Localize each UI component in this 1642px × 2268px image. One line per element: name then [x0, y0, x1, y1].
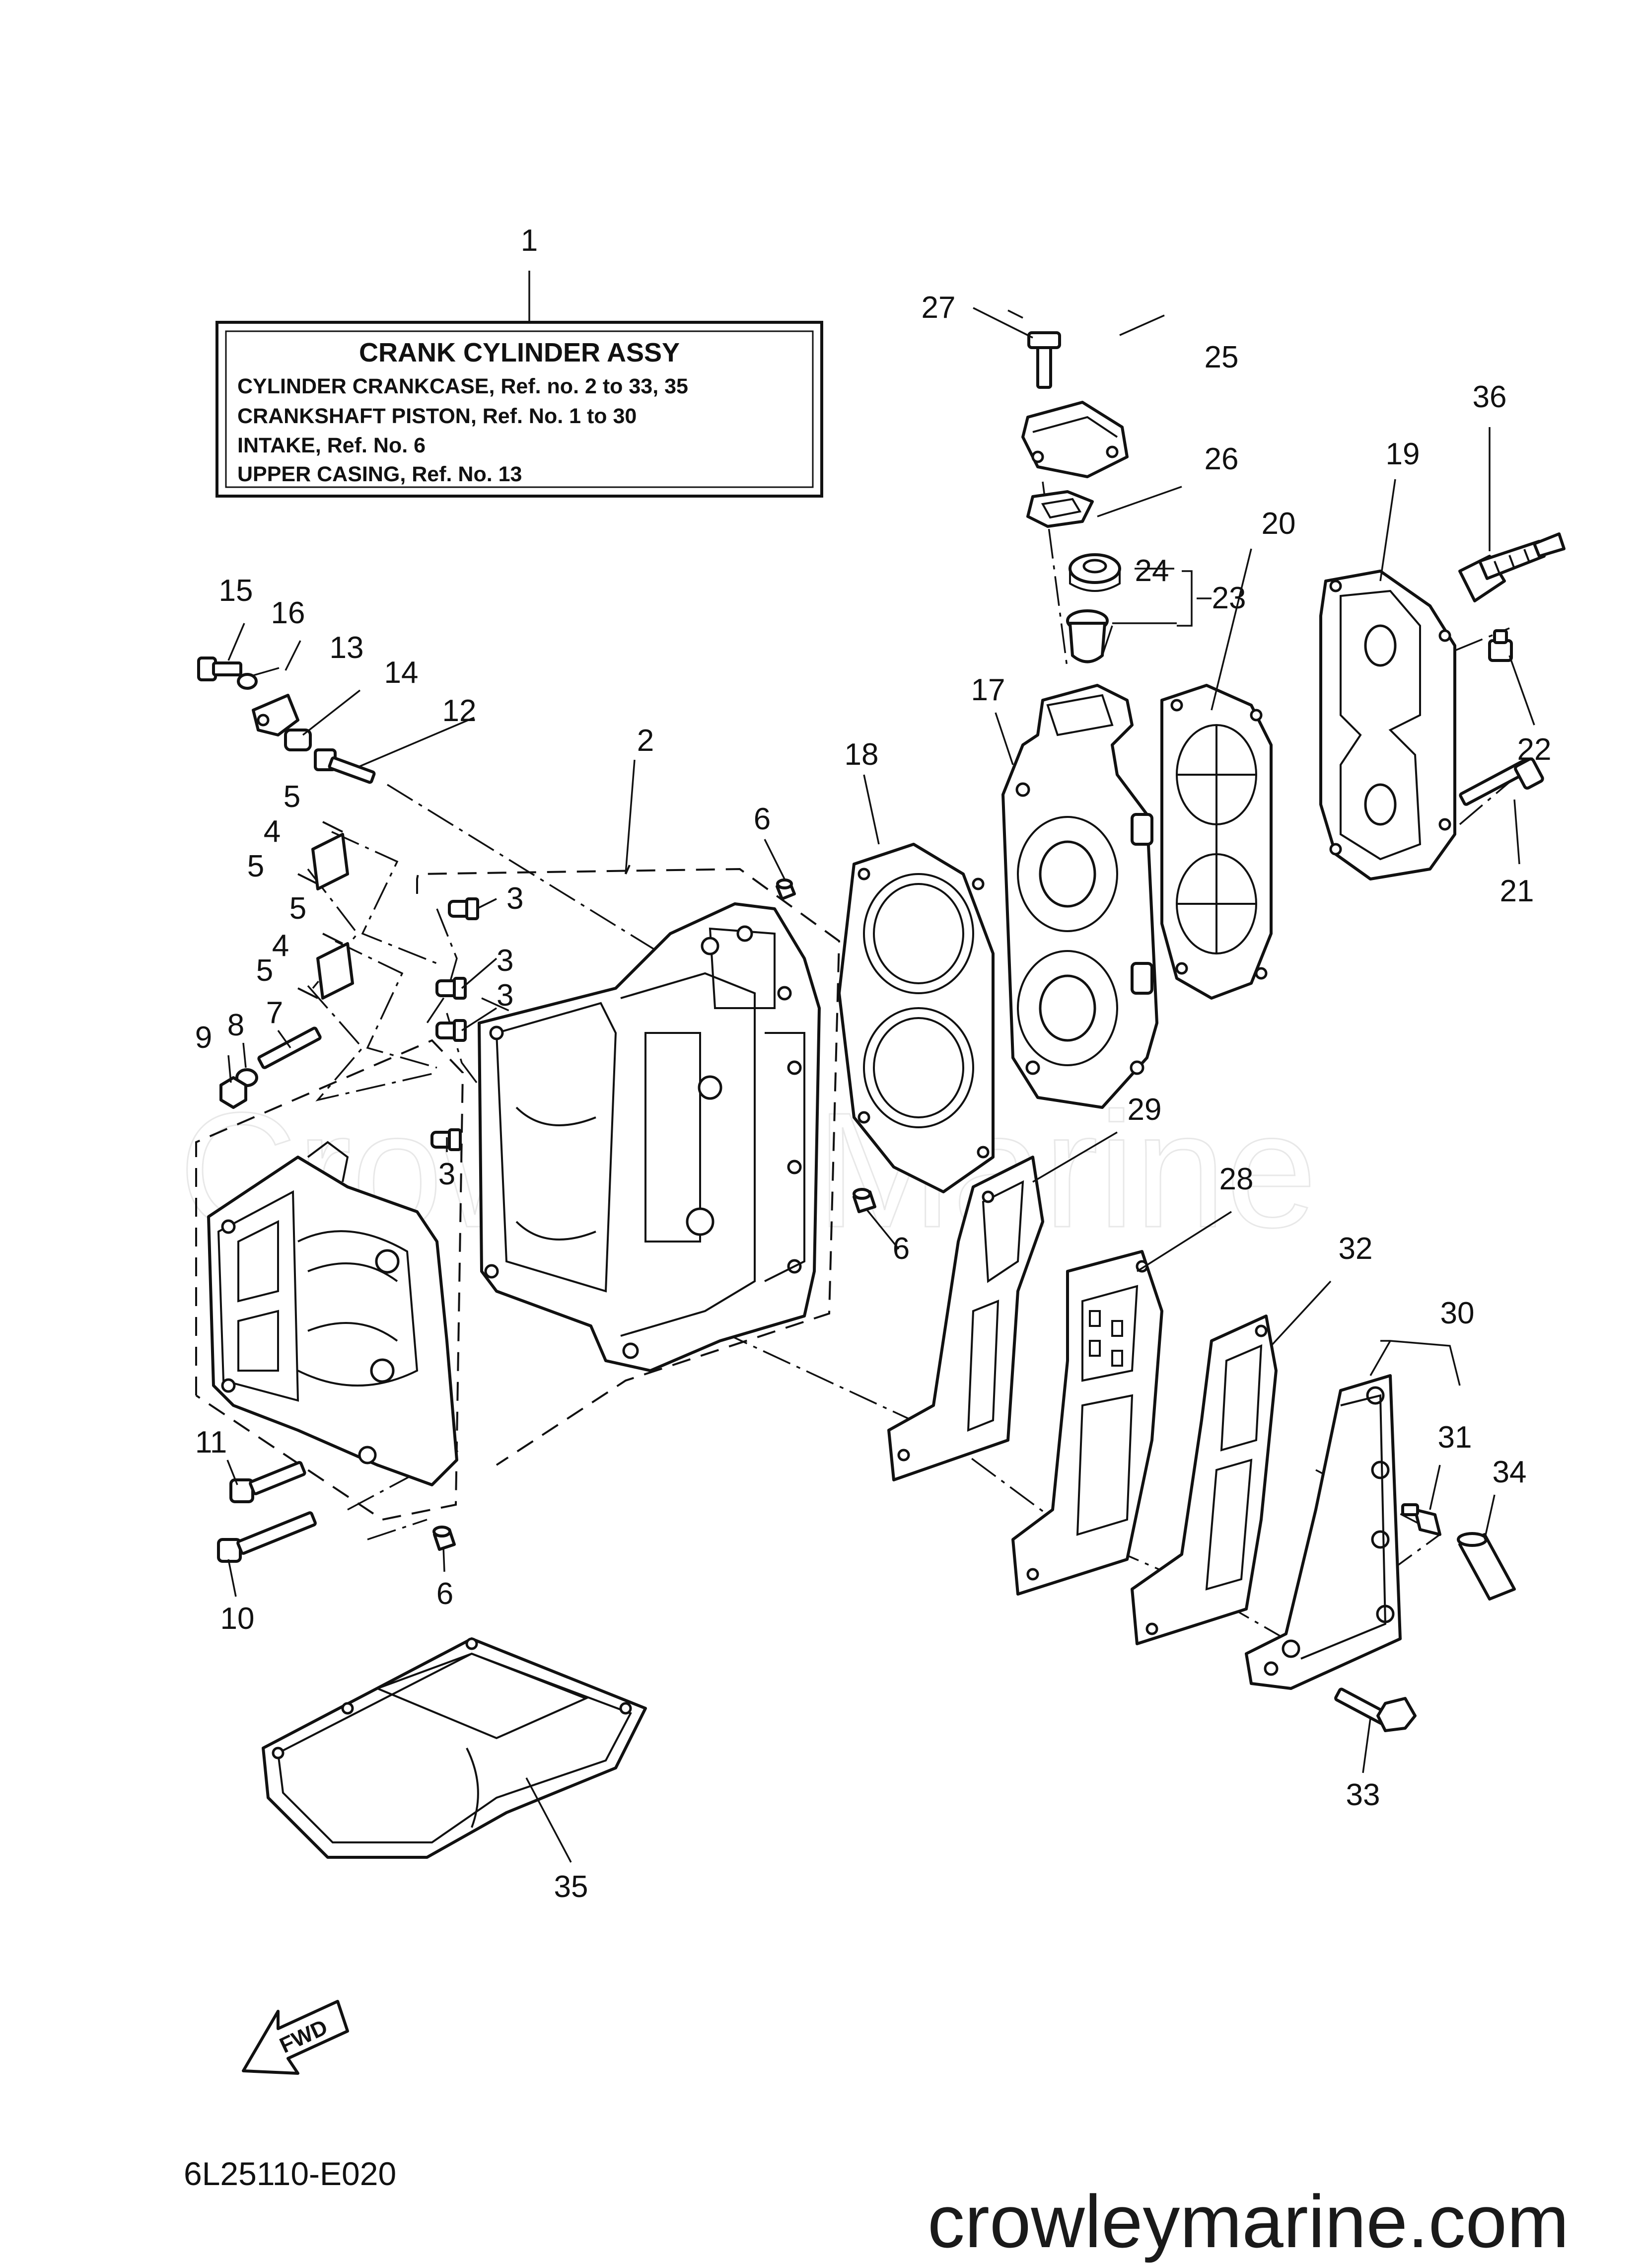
assembly-title-box: CRANK CYLINDER ASSY CYLINDER CRANKCASE, … [215, 321, 823, 498]
temperature-sensor [1458, 532, 1566, 602]
callout-6b: 6 [893, 1232, 910, 1266]
nut-9 [219, 1076, 247, 1109]
thermostat-seal [1069, 553, 1121, 592]
callout-labels: 1 2 3 3 3 3 4 4 5 5 5 5 6 6 6 7 8 9 10 1… [195, 223, 1552, 1904]
bolt-11 [229, 1461, 306, 1503]
callout-18: 18 [845, 737, 879, 772]
callout-9: 9 [195, 1021, 212, 1055]
cover-bolt-21 [1459, 757, 1544, 806]
bolt-10 [217, 1511, 317, 1563]
exhaust-inner-cover [1011, 1250, 1163, 1596]
cover-bolt-22 [1488, 629, 1513, 662]
exhaust-outer-gasket [1131, 1315, 1278, 1645]
reed-valve-lower [316, 942, 354, 1000]
title-box-line-4: UPPER CASING, Ref. No. 13 [237, 462, 522, 486]
callout-2: 2 [637, 724, 654, 758]
callout-5d: 5 [256, 953, 273, 988]
callout-3a: 3 [506, 881, 523, 916]
nozzle-1 [448, 897, 479, 920]
callout-32: 32 [1339, 1232, 1373, 1266]
callout-29: 29 [1128, 1093, 1162, 1127]
thermostat-cover-gasket [1026, 490, 1094, 528]
nozzle-3 [435, 1019, 467, 1042]
bottom-gasket [262, 1637, 647, 1859]
callout-5a: 5 [284, 780, 300, 814]
callout-16: 16 [271, 596, 305, 630]
reed-stopper-3 [322, 933, 343, 945]
callout-19: 19 [1386, 437, 1420, 471]
title-box-line-3: INTAKE, Ref. No. 6 [237, 434, 426, 457]
callout-7: 7 [266, 996, 283, 1030]
callout-23: 23 [1212, 581, 1246, 615]
thermostat-cover-bolt [1027, 331, 1061, 389]
callout-3b: 3 [497, 944, 513, 978]
nozzle-4 [430, 1128, 462, 1151]
reed-stopper-4 [297, 987, 318, 999]
exhaust-gasket [887, 1156, 1044, 1481]
dowel-pin-mid [853, 1188, 876, 1213]
bolt-33 [1334, 1687, 1417, 1732]
crankcase-cover [207, 1141, 458, 1486]
bracket-13 [252, 694, 299, 736]
callout-4a: 4 [264, 814, 281, 849]
reed-stopper-1 [322, 821, 343, 833]
callout-1: 1 [521, 223, 538, 258]
nozzle-2 [435, 977, 467, 1000]
bolt-15 [197, 657, 242, 681]
head-cover-gasket [1160, 684, 1273, 1000]
title-box-line-2: CRANKSHAFT PISTON, Ref. No. 1 to 30 [237, 404, 637, 428]
callout-12: 12 [442, 694, 477, 728]
exhaust-outer-cover [1245, 1374, 1402, 1690]
callout-11: 11 [195, 1425, 227, 1460]
callout-36: 36 [1473, 380, 1507, 414]
callout-3c: 3 [497, 978, 513, 1013]
callout-27: 27 [922, 291, 956, 325]
cylinder-crankcase-block [478, 902, 821, 1372]
callout-22: 22 [1517, 732, 1552, 767]
callout-13: 13 [330, 631, 364, 665]
callout-10: 10 [220, 1602, 255, 1636]
site-url: crowleymarine.com [928, 2180, 1569, 2263]
callout-4b: 4 [272, 929, 289, 963]
callout-28: 28 [1219, 1162, 1254, 1196]
bolt-12 [314, 748, 376, 784]
callout-15: 15 [219, 574, 253, 608]
dowel-pin-bottom [432, 1526, 456, 1551]
head-gasket [838, 843, 995, 1193]
washer-16 [237, 673, 258, 690]
callout-6a: 6 [754, 802, 771, 836]
callout-5b: 5 [247, 849, 264, 883]
callout-17: 17 [971, 673, 1005, 707]
callout-5c: 5 [289, 891, 306, 926]
anode-34 [1457, 1532, 1516, 1601]
callout-26: 26 [1205, 442, 1239, 476]
title-box-heading: CRANK CYLINDER ASSY [359, 338, 680, 367]
thermostat-cover [1021, 401, 1129, 478]
cylinder-head [1001, 684, 1158, 1109]
callout-20: 20 [1262, 507, 1296, 541]
callout-8: 8 [227, 1008, 244, 1042]
callout-24: 24 [1135, 554, 1169, 588]
callout-33: 33 [1346, 1778, 1380, 1812]
reed-stopper-2 [297, 873, 318, 885]
forward-arrow-icon: FWD [242, 2000, 349, 2075]
callout-14: 14 [384, 656, 419, 690]
anode-31 [1401, 1503, 1441, 1536]
callout-35: 35 [554, 1870, 588, 1904]
dowel-pin-top [776, 878, 796, 900]
diagram-code: 6L25110-E020 [184, 2155, 396, 2192]
callout-31: 31 [1438, 1420, 1472, 1455]
reed-valve-upper [311, 833, 349, 890]
water-jacket-cover [1319, 570, 1456, 880]
callout-30: 30 [1440, 1296, 1475, 1330]
thermostat [1066, 609, 1109, 663]
callout-25: 25 [1205, 340, 1239, 374]
callout-21: 21 [1500, 874, 1534, 908]
callout-3d: 3 [438, 1157, 455, 1191]
callout-6c: 6 [436, 1577, 453, 1611]
title-box-line-1: CYLINDER CRANKCASE, Ref. no. 2 to 33, 35 [237, 374, 688, 398]
callout-34: 34 [1493, 1455, 1527, 1489]
